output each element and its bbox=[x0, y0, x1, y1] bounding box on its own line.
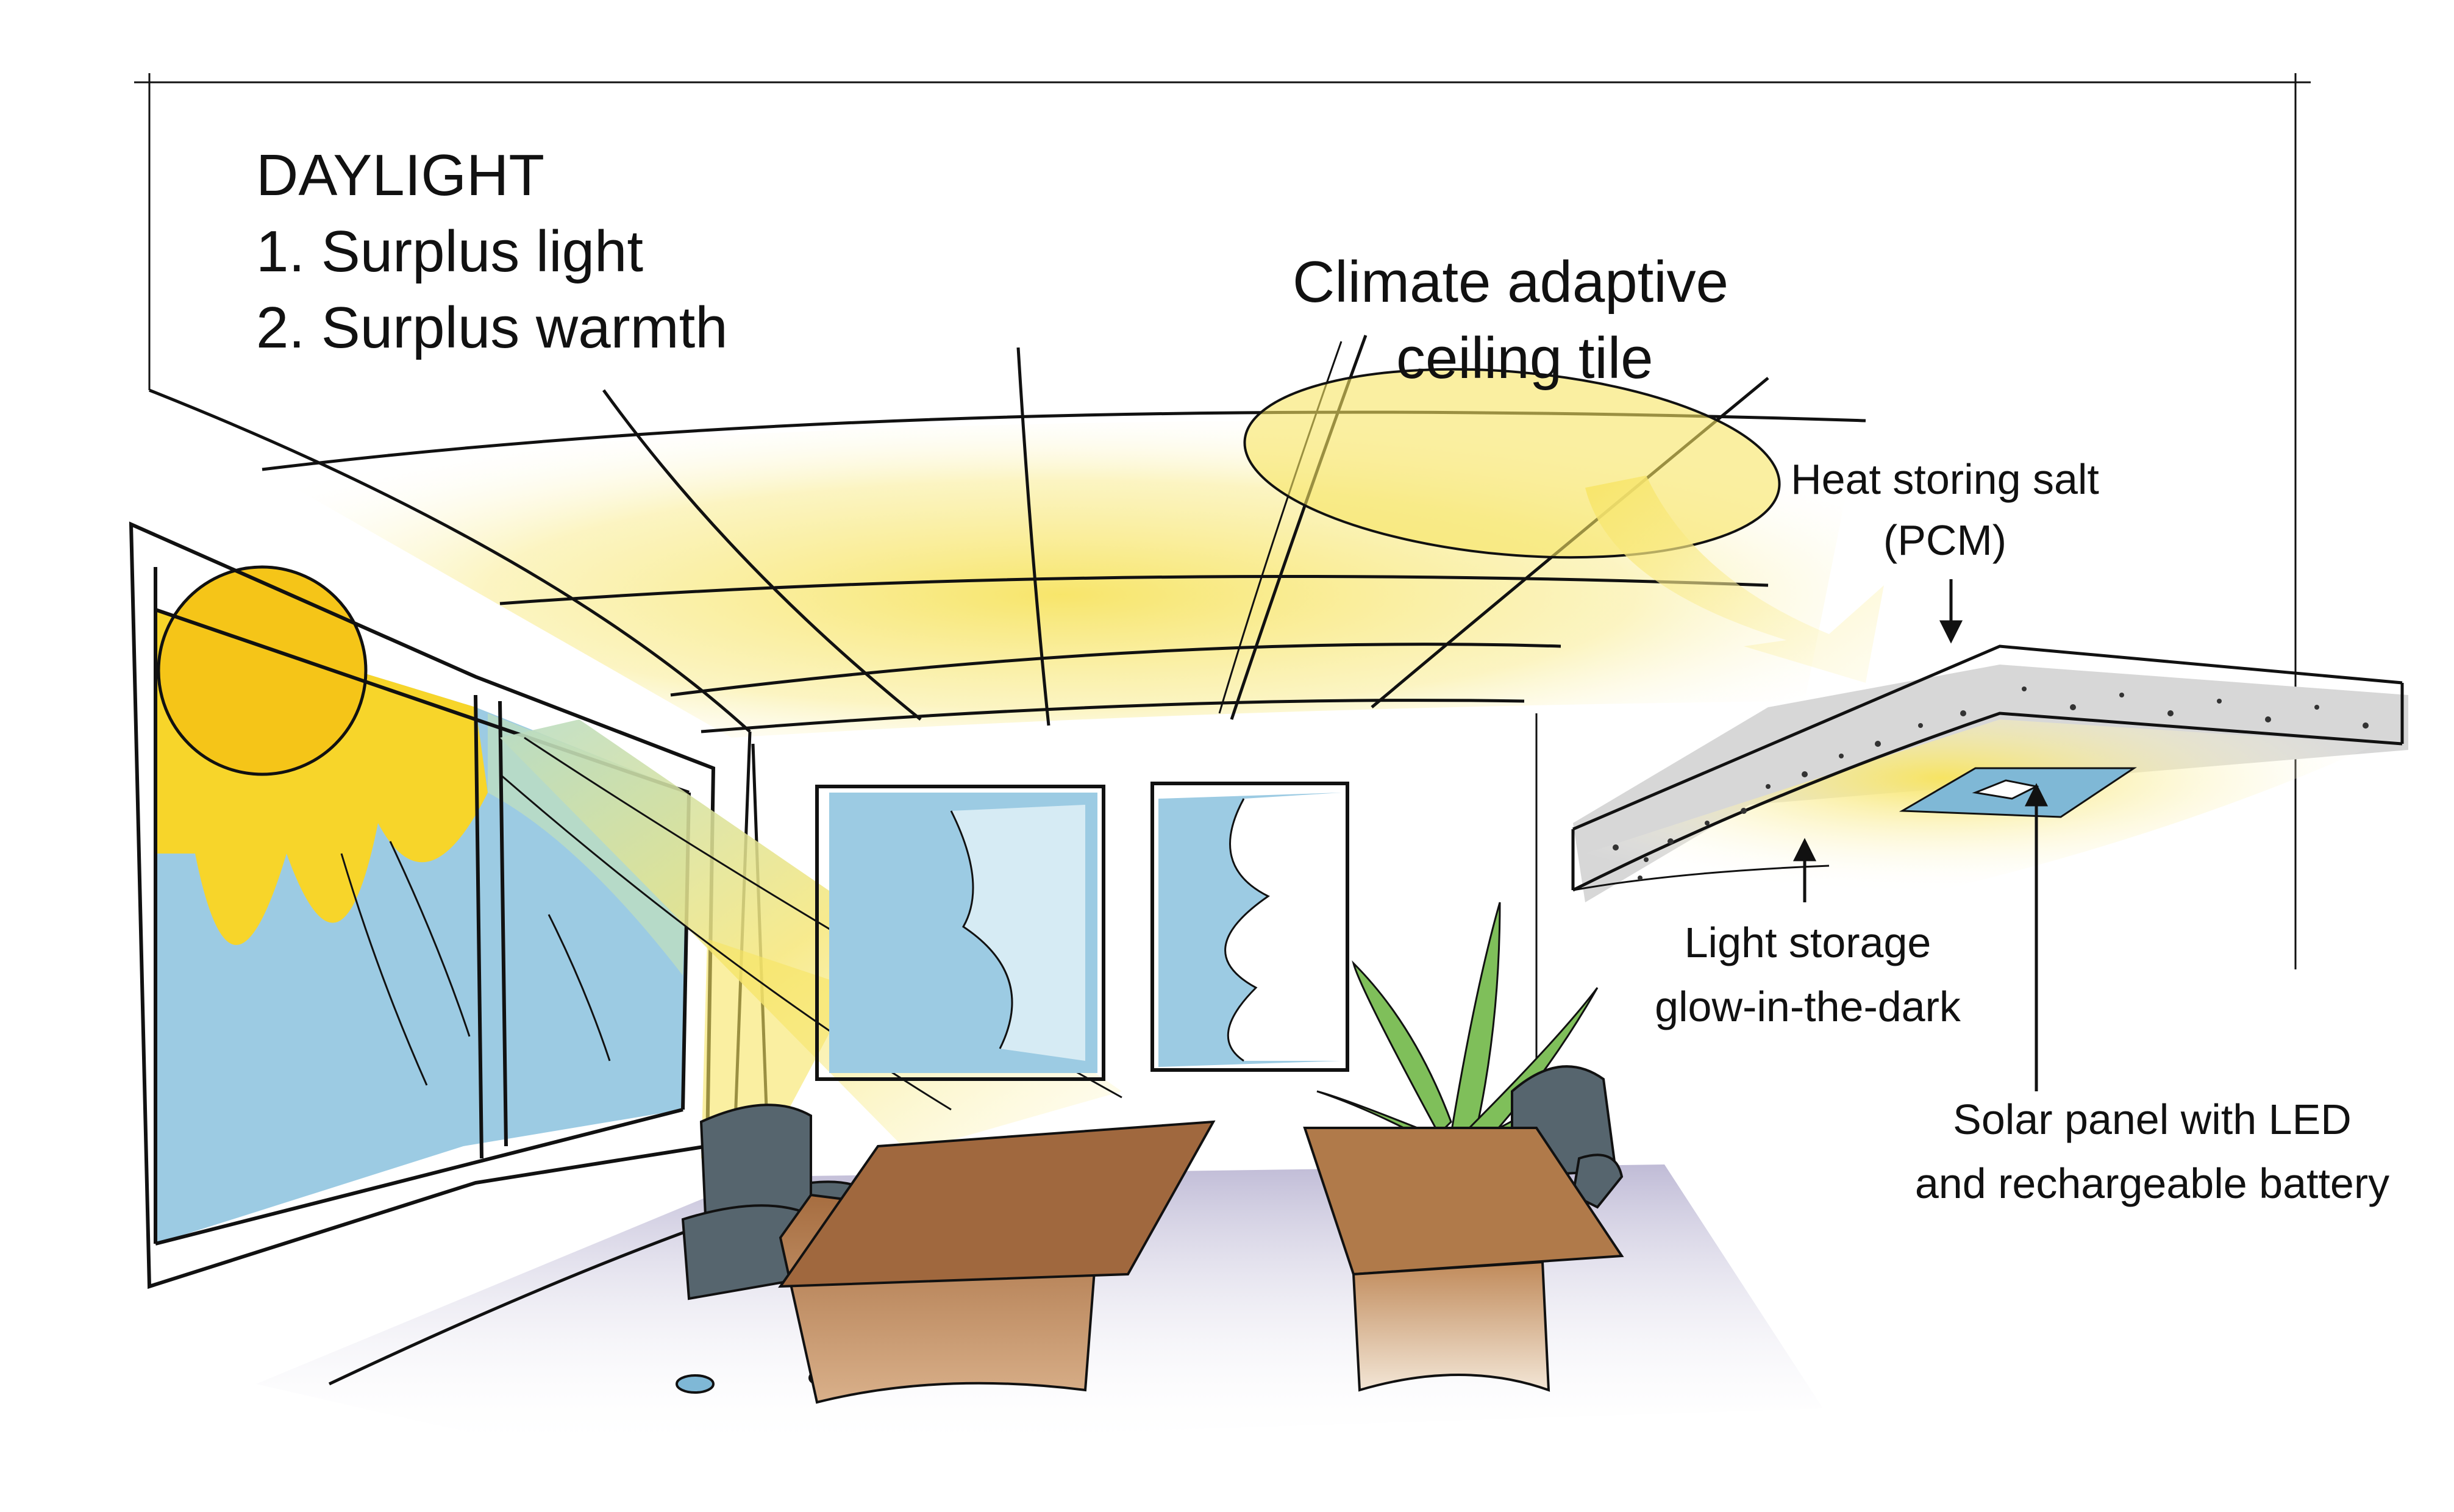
solar-line1: Solar panel with LED bbox=[1953, 1096, 2352, 1143]
solar-label: Solar panel with LED and rechargeable ba… bbox=[1915, 1096, 2389, 1207]
ceiling-tile-detail bbox=[1571, 644, 2408, 915]
solar-panel bbox=[1899, 767, 2137, 818]
light-storage-line1: Light storage bbox=[1685, 919, 1931, 966]
curved-arrow bbox=[1585, 476, 1884, 683]
daylight-title: DAYLIGHT bbox=[256, 143, 544, 208]
back-windows bbox=[815, 782, 1349, 1081]
tile-label-line2: ceiling tile bbox=[1396, 326, 1653, 391]
sun-icon bbox=[157, 565, 368, 776]
daylight-item-1: 1. Surplus light bbox=[256, 219, 643, 284]
frame-lines bbox=[134, 73, 2311, 969]
solar-line2: and rechargeable battery bbox=[1915, 1160, 2389, 1207]
tile-label: Climate adaptive ceiling tile bbox=[1293, 249, 1728, 391]
daylight-item-2: 2. Surplus warmth bbox=[256, 295, 728, 360]
pcm-label-line1: Heat storing salt bbox=[1791, 455, 2099, 503]
tables bbox=[778, 1120, 1624, 1404]
daylight-text-block: DAYLIGHT 1. Surplus light 2. Surplus war… bbox=[256, 143, 728, 360]
pcm-label: Heat storing salt (PCM) bbox=[1791, 455, 2099, 564]
pcm-label-line2: (PCM) bbox=[1883, 516, 2006, 564]
light-storage-line2: glow-in-the-dark bbox=[1655, 983, 1961, 1030]
tile-label-line1: Climate adaptive bbox=[1293, 249, 1728, 315]
pointer-arrows bbox=[1792, 579, 2049, 1091]
light-storage-label: Light storage glow-in-the-dark bbox=[1655, 919, 1961, 1030]
